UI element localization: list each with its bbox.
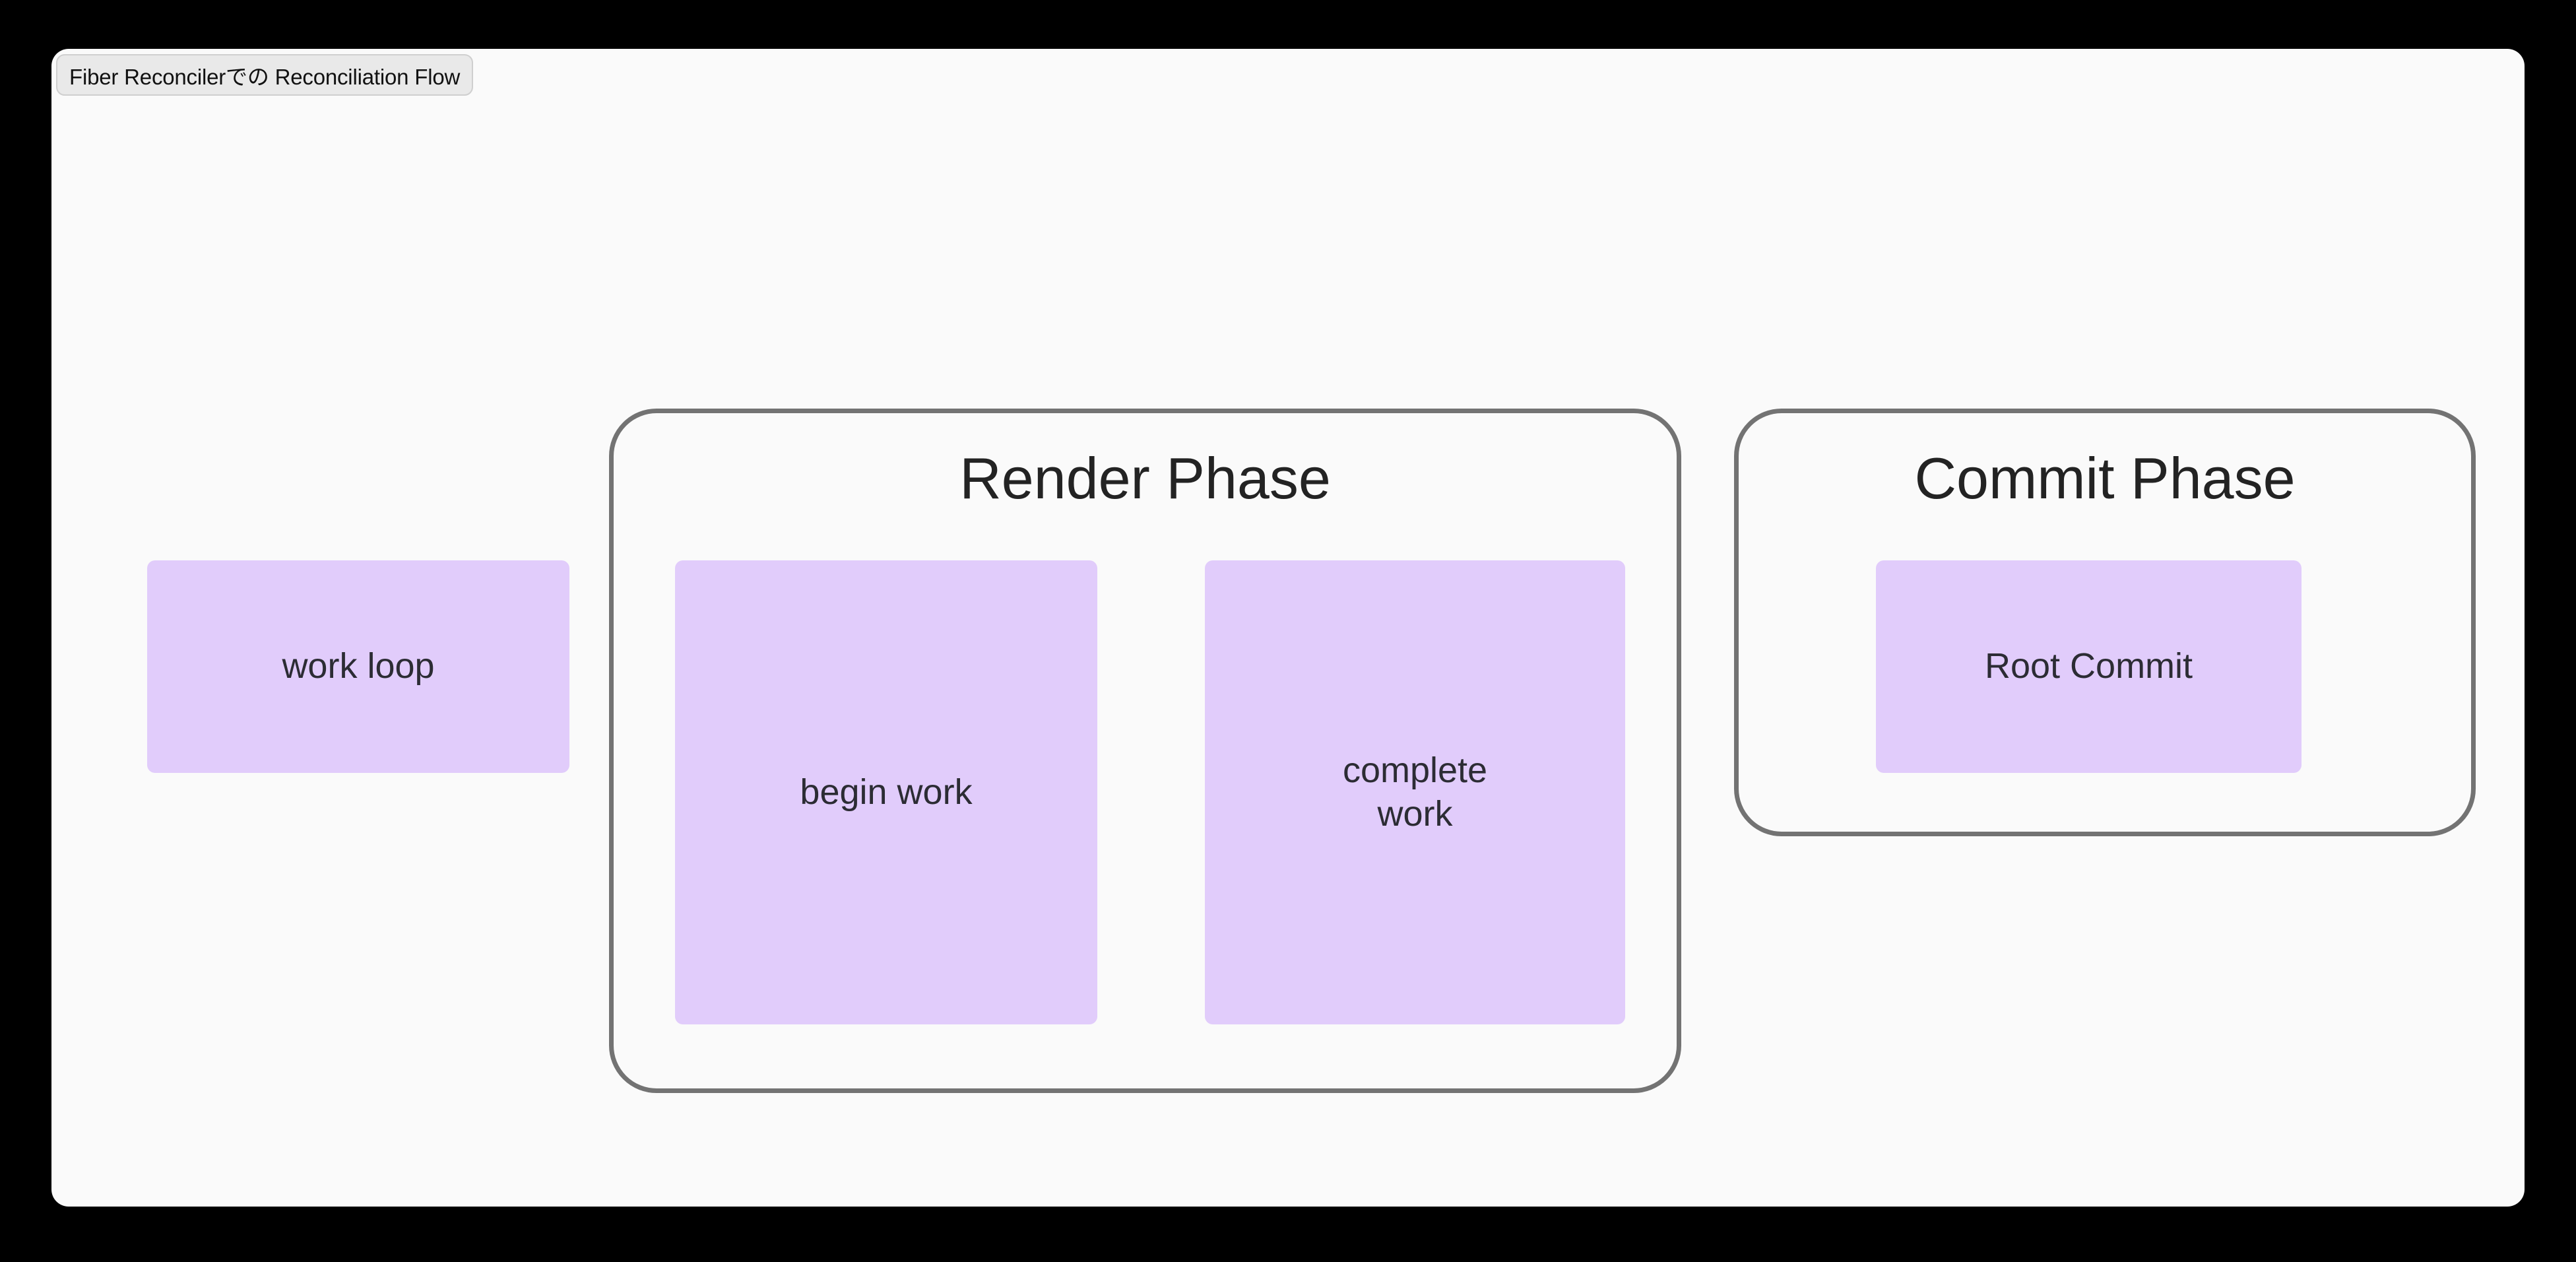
node-begin-work[interactable]: begin work bbox=[675, 560, 1097, 1024]
node-root-commit[interactable]: Root Commit bbox=[1876, 560, 2302, 773]
node-complete-work-label: complete work bbox=[1342, 750, 1488, 834]
node-begin-work-label: begin work bbox=[800, 772, 973, 812]
diagram-title-badge[interactable]: Fiber Reconcilerでの Reconciliation Flow bbox=[56, 54, 474, 96]
group-render-phase-title: Render Phase bbox=[959, 446, 1331, 511]
diagram-canvas: Render Phase Commit Phase work loop begi… bbox=[51, 49, 2525, 1207]
node-root-commit-label: Root Commit bbox=[1984, 646, 2193, 686]
node-work-loop[interactable]: work loop bbox=[147, 560, 569, 773]
group-commit-phase-title: Commit Phase bbox=[1914, 446, 2296, 511]
group-render-phase[interactable]: Render Phase bbox=[609, 409, 1681, 1093]
node-work-loop-label: work loop bbox=[282, 646, 435, 686]
group-commit-phase[interactable]: Commit Phase bbox=[1734, 409, 2476, 836]
node-complete-work[interactable]: complete work bbox=[1205, 560, 1625, 1024]
diagram-title-badge-label: Fiber Reconcilerでの Reconciliation Flow bbox=[69, 64, 461, 89]
